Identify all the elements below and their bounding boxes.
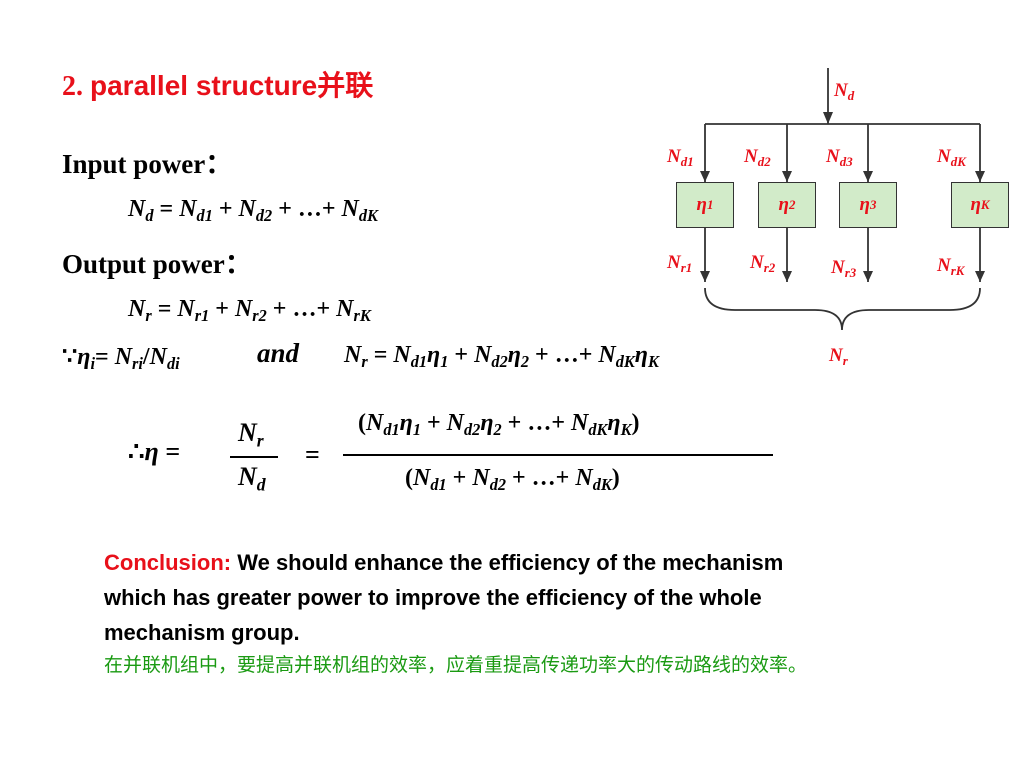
title-number: 2.: [62, 71, 83, 102]
conclusion-label: Conclusion:: [104, 550, 232, 575]
conclusion-block: Conclusion: We should enhance the effici…: [104, 545, 834, 650]
fraction2-denominator: (Nd1 + Nd2 + …+ NdK): [405, 465, 620, 494]
output-power-formula: Nr = Nr1 + Nr2 + …+ NrK: [128, 296, 371, 325]
diagram-output-label: Nr: [829, 345, 848, 368]
branch-input-1: Nd1: [667, 146, 694, 169]
input-power-formula: Nd = Nd1 + Nd2 + …+ NdK: [128, 196, 378, 225]
branch-output-3: Nr3: [831, 257, 857, 280]
conclusion-text: We should enhance the efficiency of the …: [104, 550, 784, 645]
branch-output-2: Nr2: [750, 252, 776, 275]
slide-title: 2. parallel structure并联: [62, 64, 373, 104]
fraction1-bar: [230, 456, 278, 458]
input-power-heading: Input power：: [62, 149, 233, 179]
output-power-heading: Output power：: [62, 249, 252, 279]
output-with-efficiency: Nr = Nd1η1 + Nd2η2 + …+ NdKηK: [344, 342, 659, 371]
fraction2-numerator: (Nd1η1 + Nd2η2 + …+ NdKηK): [358, 410, 640, 439]
branch-output-k: NrK: [937, 255, 965, 278]
title-text: parallel structure并联: [90, 70, 374, 101]
diagram-lines: [700, 68, 985, 331]
branch-output-1: Nr1: [667, 252, 693, 275]
fraction1-numerator: Nr: [238, 418, 264, 451]
and-word: and: [257, 338, 300, 368]
therefore-eta: ∴η =: [128, 437, 181, 466]
branch-input-2: Nd2: [744, 146, 771, 169]
fraction2-bar: [343, 454, 773, 456]
conclusion-chinese: 在并联机组中，要提高并联机组的效率，应着重提高传递功率大的传动路线的效率。: [104, 654, 808, 676]
branch-input-k: NdK: [937, 146, 966, 169]
equals-sign: =: [305, 440, 320, 469]
eta-definition: ∵ηi= Nri/Ndi: [62, 344, 180, 373]
output-brace: [704, 287, 981, 331]
fraction1-denominator: Nd: [238, 462, 266, 495]
diagram-input-label: Nd: [834, 80, 855, 103]
branch-input-3: Nd3: [826, 146, 853, 169]
